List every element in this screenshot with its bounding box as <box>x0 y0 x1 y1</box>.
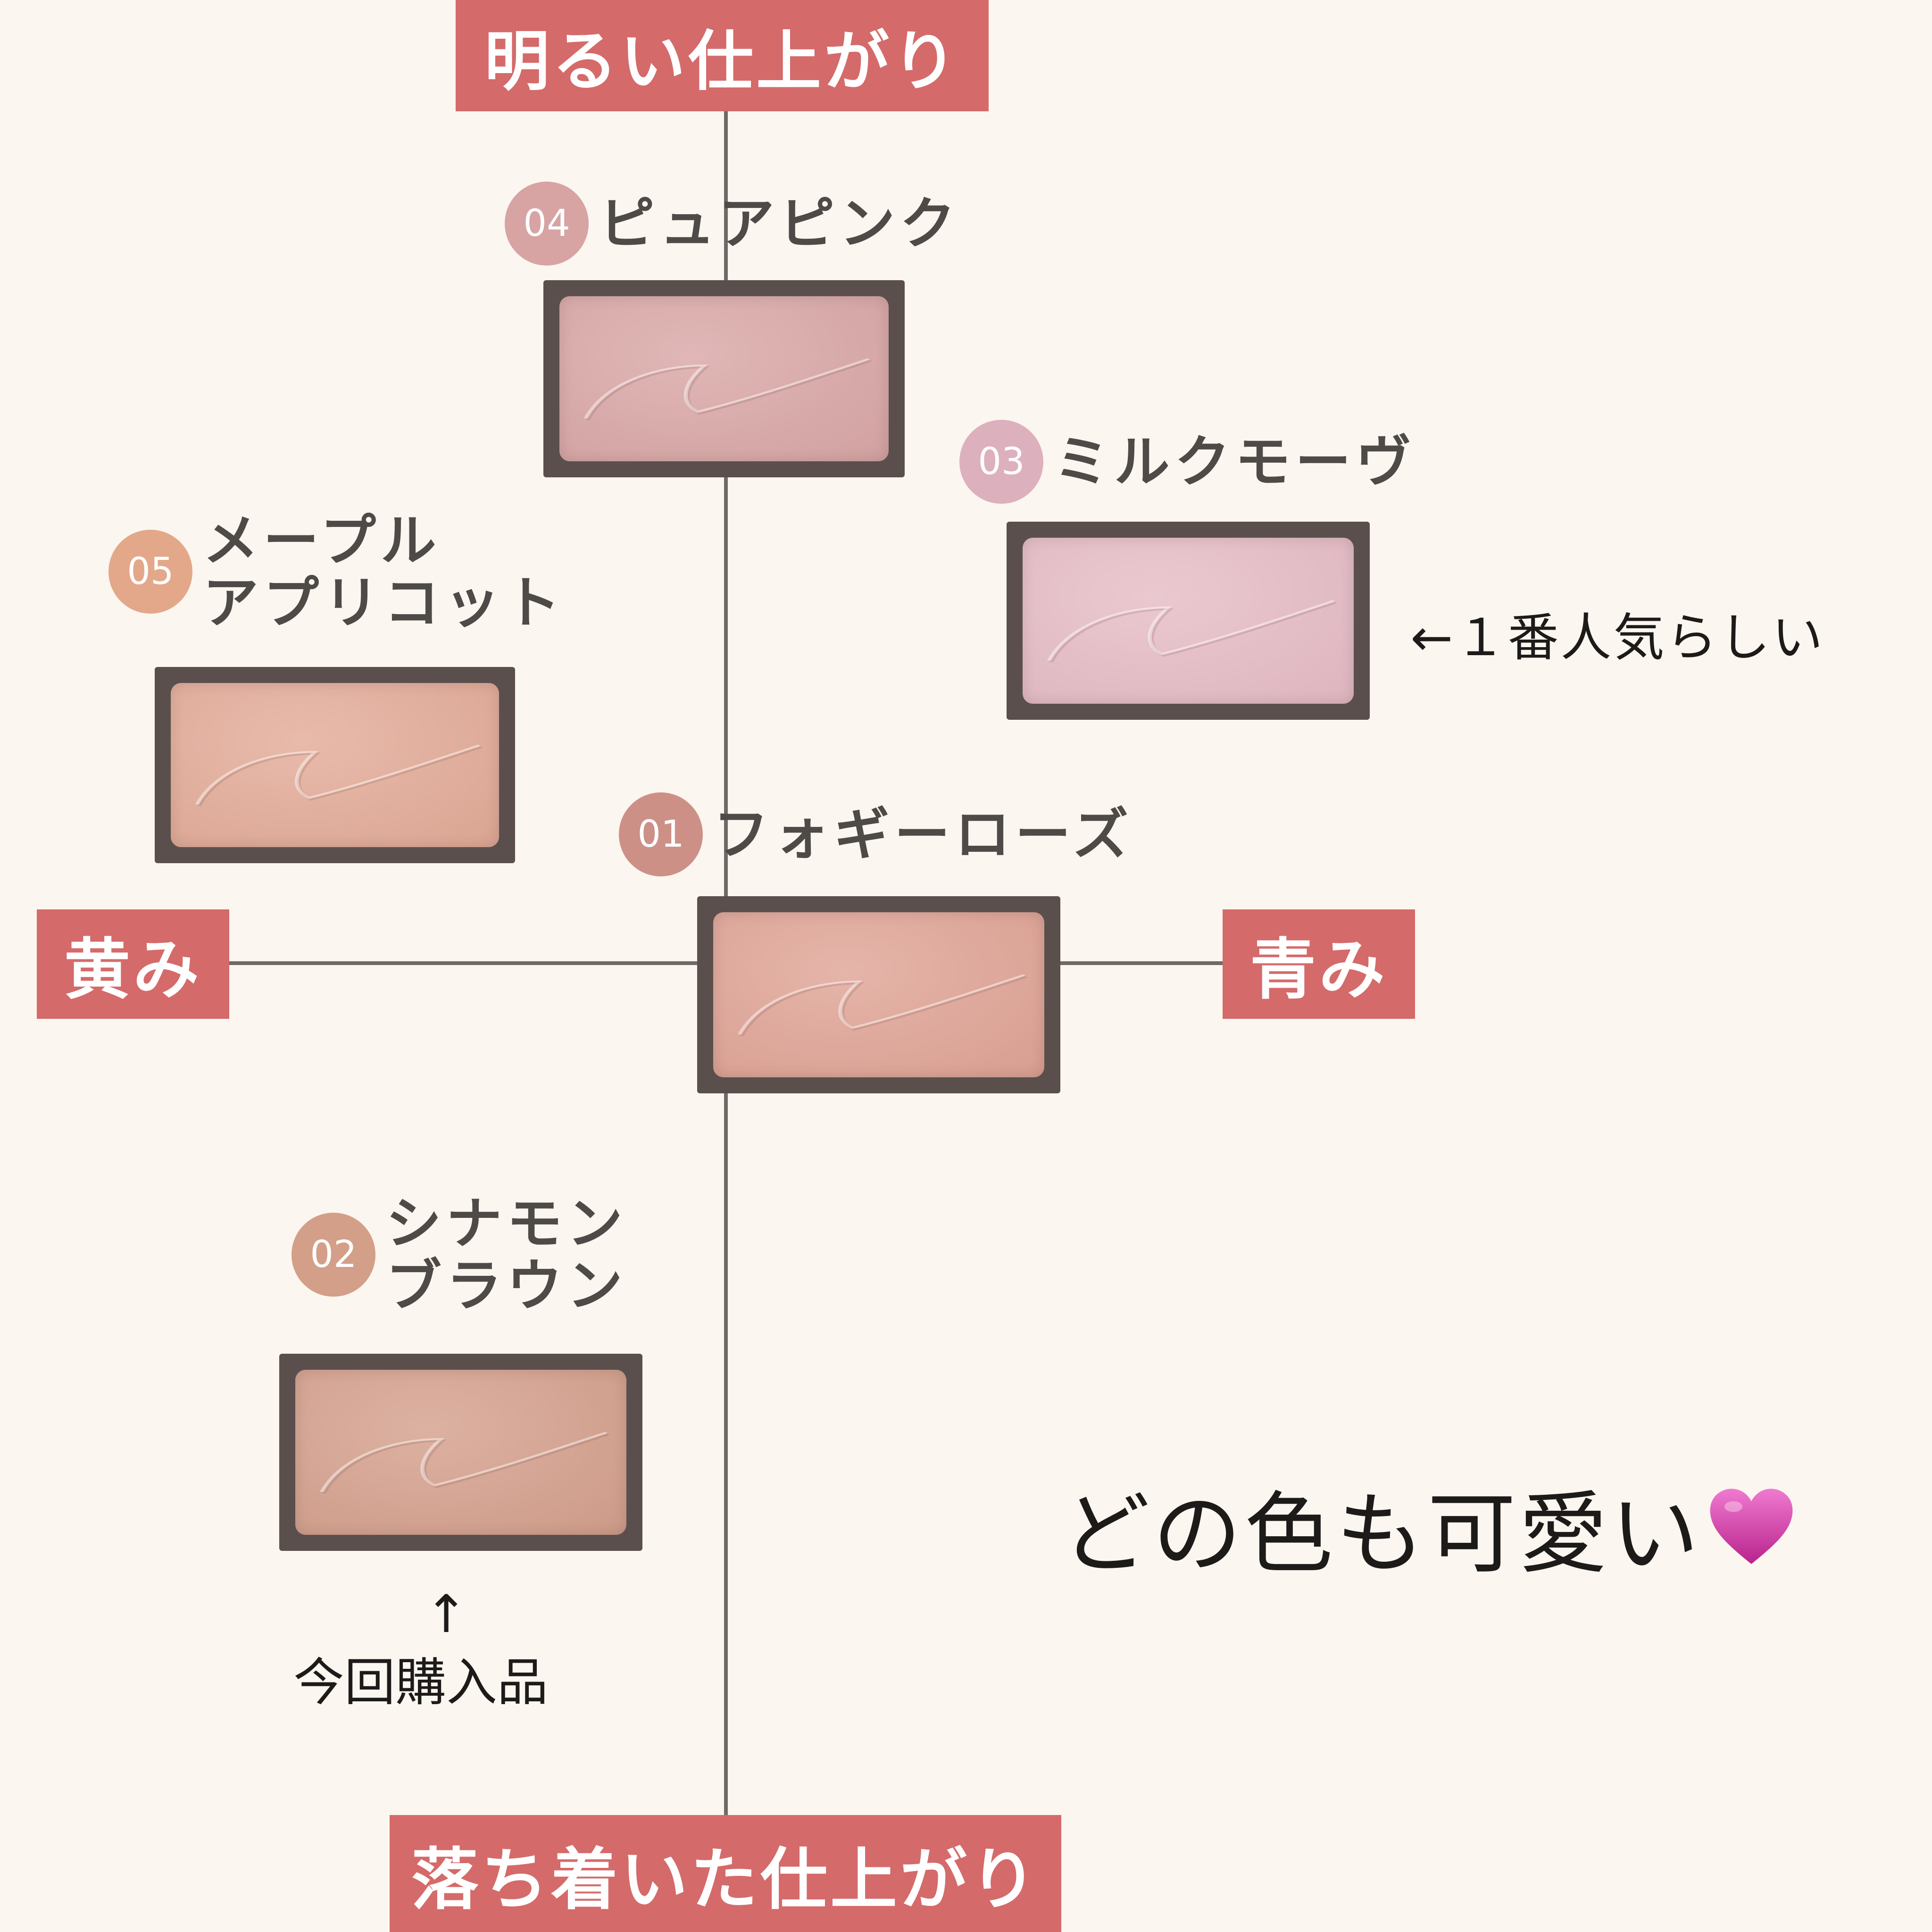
shade-pan-surface <box>559 296 889 461</box>
shade-pan-surface <box>171 683 499 847</box>
emboss-wave-highlight <box>738 974 1026 1035</box>
shade-tag-04: 04 ピュアピンク <box>505 182 960 266</box>
shade-name-line2: ブラウン <box>386 1253 628 1319</box>
popular-note: ←１番人気らしい <box>1410 608 1825 667</box>
cute-note-text: どの色も可愛い <box>1061 1482 1702 1586</box>
shade-name: メープル アプリコット <box>203 509 565 634</box>
shade-pan-surface <box>713 912 1044 1077</box>
shade-name-line1: ピュアピンク <box>599 191 960 256</box>
emboss-wave-highlight <box>583 358 870 419</box>
shade-name: ピュアピンク <box>599 192 960 255</box>
emboss-wave-highlight <box>1047 600 1335 661</box>
emboss-wave-shadow <box>1049 601 1337 663</box>
emboss-wave <box>195 744 483 807</box>
shade-name: ミルクモーヴ <box>1054 431 1416 493</box>
emboss-wave-shadow <box>197 746 483 807</box>
shade-name-line1: フォギーローズ <box>713 801 1133 867</box>
cute-note: どの色も可愛い <box>1061 1462 1796 1591</box>
shade-pan-04 <box>543 280 905 477</box>
shade-tag-05: 05 メープル アプリコット <box>108 509 565 634</box>
shade-number-badge: 01 <box>619 792 703 876</box>
shade-number-badge: 03 <box>959 420 1043 504</box>
shade-pan-05 <box>155 667 515 863</box>
emboss-wave <box>583 358 872 421</box>
axis-label-top: 明るい仕上がり <box>456 0 989 111</box>
emboss-wave-highlight <box>195 744 481 805</box>
shade-name-line1: メープル <box>203 508 441 573</box>
emboss-wave-shadow <box>740 975 1028 1037</box>
emboss-wave <box>738 974 1028 1037</box>
shade-name-line1: シナモン <box>386 1191 628 1256</box>
purchase-note: 今回購入品 <box>293 1653 549 1712</box>
shade-name-line2: アプリコット <box>203 570 566 636</box>
axis-label-left: 黄み <box>37 909 229 1019</box>
shade-number-badge: 04 <box>505 182 589 266</box>
emboss-wave-shadow <box>322 1433 610 1494</box>
shade-tag-03: 03 ミルクモーヴ <box>959 420 1416 504</box>
shade-name: シナモン ブラウン <box>386 1192 627 1317</box>
shade-number-badge: 05 <box>108 530 192 614</box>
shade-tag-01: 01 フォギーローズ <box>619 792 1133 876</box>
up-arrow-note: ↑ <box>425 1584 468 1644</box>
axis-label-bottom: 落ち着いた仕上がり <box>390 1815 1061 1932</box>
shade-name: フォギーローズ <box>713 803 1133 866</box>
emboss-wave <box>1047 600 1337 663</box>
axis-label-right: 青み <box>1223 909 1415 1019</box>
emboss-wave-shadow <box>585 359 872 421</box>
shade-number-badge: 02 <box>291 1213 375 1297</box>
shade-pan-03 <box>1007 522 1370 720</box>
shade-pan-surface <box>1023 538 1354 704</box>
emboss-wave-highlight <box>320 1432 608 1492</box>
shade-pan-02 <box>279 1354 642 1551</box>
shade-name-line1: ミルクモーヴ <box>1054 429 1416 494</box>
emboss-wave <box>320 1432 610 1494</box>
shade-tag-02: 02 シナモン ブラウン <box>291 1192 627 1317</box>
shade-pan-surface <box>295 1370 626 1535</box>
purple-heart-icon <box>1707 1484 1796 1569</box>
shade-pan-01 <box>697 896 1060 1093</box>
